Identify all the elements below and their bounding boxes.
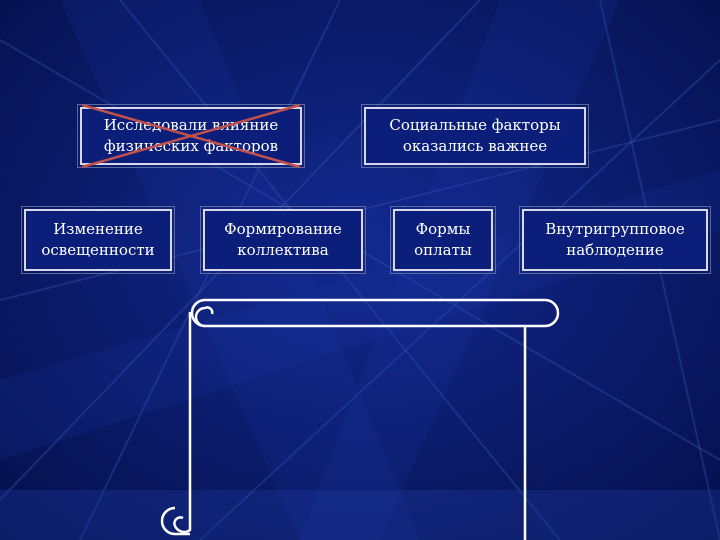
physical-factors-line1: Исследовали влияние xyxy=(104,115,279,136)
physical-factors-line2: физических факторов xyxy=(104,136,278,157)
payment-forms-box: Формы оплаты xyxy=(393,209,493,271)
social-factors-line1: Социальные факторы xyxy=(389,115,560,136)
payment-forms-line1: Формы xyxy=(416,219,471,240)
group-observation-line2: наблюдение xyxy=(566,240,664,261)
group-observation-box: Внутригрупповое наблюдение xyxy=(522,209,708,271)
team-formation-line2: коллектива xyxy=(237,240,328,261)
social-factors-line2: оказались важнее xyxy=(403,136,547,157)
team-formation-box: Формирование коллектива xyxy=(203,209,363,271)
payment-forms-line2: оплаты xyxy=(414,240,472,261)
social-factors-box: Социальные факторы оказались важнее xyxy=(364,107,586,165)
lighting-change-line1: Изменение xyxy=(53,219,143,240)
physical-factors-box: Исследовали влияние физических факторов xyxy=(80,107,302,165)
lighting-change-box: Изменение освещенности xyxy=(24,209,172,271)
group-observation-line1: Внутригрупповое xyxy=(545,219,684,240)
team-formation-line1: Формирование xyxy=(224,219,342,240)
lighting-change-line2: освещенности xyxy=(41,240,154,261)
